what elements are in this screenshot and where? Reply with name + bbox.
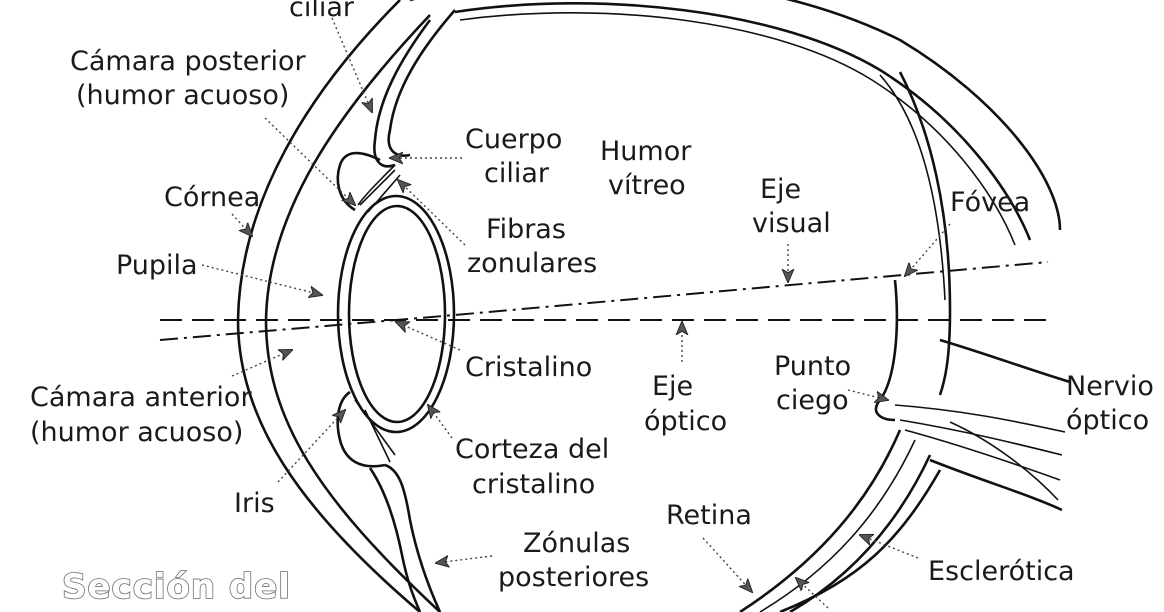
ciliary-body-lower [384, 463, 442, 612]
choroid-line-2 [459, 11, 1016, 246]
label-corteza-1: Corteza del [455, 434, 609, 465]
leader-ciliar-top [331, 17, 372, 112]
eye-anatomy [159, 0, 1071, 612]
label-eje-visual-2: visual [752, 208, 831, 239]
label-humor-vitreo-1: Humor [600, 136, 692, 167]
retina-back-bottom-2 [759, 439, 916, 612]
label-punto-ciego-1: Punto [774, 351, 851, 382]
label-eje-visual-1: Eje [760, 174, 801, 205]
cornea-inner [264, 14, 441, 612]
label-musculo-ciliar: ciliar [289, 0, 355, 23]
optic-nerve-fiber-2 [899, 419, 1063, 456]
diagram-title: Sección del [62, 567, 291, 607]
label-cristalino: Cristalino [465, 352, 592, 383]
label-punto-ciego-2: ciego [776, 385, 849, 416]
leader-fibras [398, 180, 466, 246]
sclera-outer-bottom [779, 469, 942, 612]
label-camara-posterior-2: (humor acuoso) [76, 80, 289, 111]
optic-nerve-fiber-4 [949, 421, 1059, 501]
lens-outer [336, 194, 456, 434]
label-cuerpo-ciliar-2: ciliar [484, 158, 550, 189]
ciliary-body-lower-2 [368, 467, 422, 612]
label-pupila: Pupila [116, 250, 198, 281]
leader-esclerotica [860, 535, 919, 559]
visual-axis [159, 261, 1049, 341]
label-zonulas-2: posteriores [498, 562, 649, 593]
iris-upper [336, 151, 381, 212]
label-cornea: Córnea [164, 182, 260, 213]
label-eje-optico-2: óptico [644, 406, 727, 437]
sclera-outer [410, 0, 1062, 231]
zonule-upper-1 [359, 169, 396, 206]
retina-back-top-2 [898, 71, 952, 396]
optic-nerve-fiber-3 [904, 429, 1061, 481]
optic-nerve-top [939, 338, 1071, 384]
label-esclerotica: Esclerótica [928, 556, 1075, 587]
leader-fovea [905, 223, 951, 276]
lens-inner [347, 204, 447, 424]
leader-camara-posterior [264, 117, 355, 205]
label-corteza-2: cristalino [472, 469, 595, 500]
label-nervio-optico-1: Nervio [1066, 371, 1154, 402]
leader-retina [702, 537, 752, 592]
leader-pupila [201, 264, 322, 295]
ciliary-body-upper-2 [373, 19, 432, 168]
choroid-line-1 [454, 2, 1032, 241]
leader-camara-anterior [231, 350, 292, 377]
leader-corteza [428, 405, 453, 439]
label-cuerpo-ciliar-1: Cuerpo [465, 124, 562, 155]
label-humor-vitreo-2: vítreo [608, 170, 686, 201]
leader-punto-ciego [847, 389, 888, 400]
optic-nerve-fiber-1 [894, 404, 1066, 433]
leader-zonulas [436, 556, 493, 563]
label-retina: Retina [666, 500, 752, 531]
label-camara-anterior-2: (humor acuoso) [30, 417, 243, 448]
retina-back-top [879, 74, 946, 301]
label-eje-optico-1: Eje [652, 371, 693, 402]
label-fovea: Fóvea [950, 187, 1030, 218]
optic-disc [874, 279, 899, 422]
retina-back-bottom [739, 429, 902, 612]
labels: ciliar Cámara posterior (humor acuoso) C… [30, 0, 1154, 608]
label-fibras-zonulares-1: Fibras [486, 214, 566, 245]
label-camara-posterior-1: Cámara posterior [70, 46, 307, 77]
leader-cristalino [396, 322, 461, 351]
optic-nerve-bottom [929, 458, 1063, 512]
label-camara-anterior-1: Cámara anterior [30, 382, 252, 413]
label-nervio-optico-2: óptico [1066, 405, 1149, 436]
label-zonulas-1: Zónulas [523, 528, 630, 559]
sclera-bottom-3 [789, 454, 932, 612]
leader-cornea [231, 213, 252, 236]
leader-bottom [796, 578, 829, 609]
iris-upper-2 [357, 164, 396, 206]
label-iris: Iris [234, 488, 275, 519]
leader-iris [277, 410, 345, 483]
iris-lower [336, 390, 386, 468]
label-fibras-zonulares-2: zonulares [467, 248, 597, 279]
leader-lines [201, 17, 951, 609]
